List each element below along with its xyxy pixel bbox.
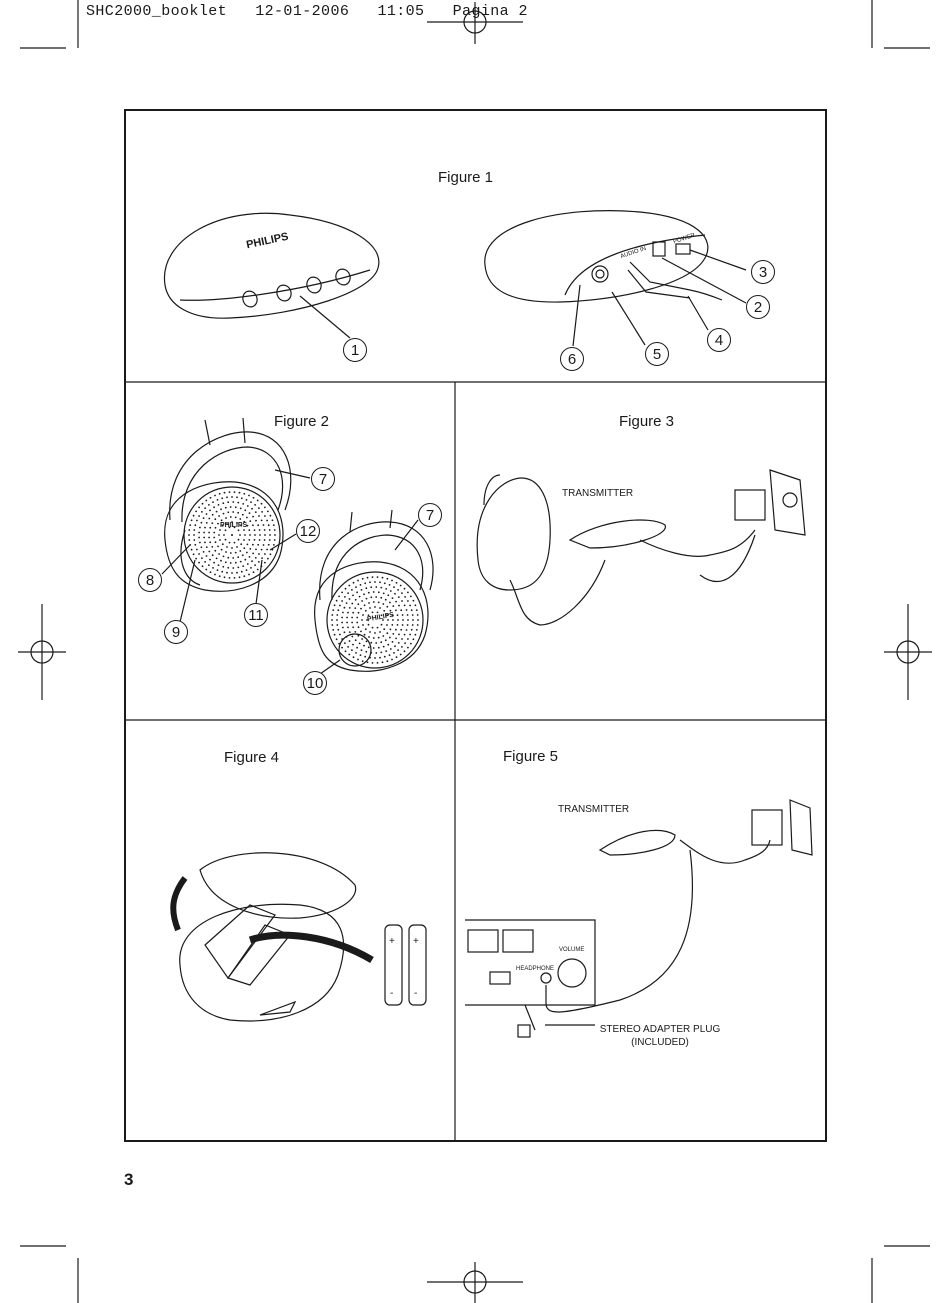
volume-label: VOLUME: [559, 947, 585, 953]
crop-marks: [18, 0, 932, 1303]
callout-10: 10: [303, 671, 327, 695]
callout-6: 6: [560, 347, 584, 371]
figure-4-title: Figure 4: [224, 749, 280, 766]
speaker-grille-dots: [188, 491, 419, 664]
callout-7-a: 7: [311, 467, 335, 491]
callout-8: 8: [138, 568, 162, 592]
callout-9: 9: [164, 620, 188, 644]
callout-3: 3: [751, 260, 775, 284]
adapter-plug-included-label: (INCLUDED): [631, 1037, 689, 1048]
figure-frame: [124, 109, 827, 1142]
callout-5: 5: [645, 342, 669, 366]
fig4-battery-compartment: [170, 852, 427, 1022]
adapter-plug-label: STEREO ADAPTER PLUG: [599, 1024, 721, 1035]
fig5-hifi-connection: [465, 799, 813, 1038]
fig1-transmitter-front: [163, 212, 380, 339]
fig3-connection: [476, 469, 806, 626]
callout-4: 4: [707, 328, 731, 352]
figure-2-title: Figure 2: [274, 413, 330, 430]
battery-2-minus: -: [414, 988, 418, 999]
figure-1-title: Figure 1: [438, 169, 494, 186]
battery-2-plus: +: [413, 936, 419, 947]
print-slug: SHC2000_booklet 12-01-2006 11:05 Pagina …: [86, 3, 528, 20]
battery-1-minus: -: [390, 988, 394, 999]
callout-12: 12: [296, 519, 320, 543]
callout-11: 11: [244, 603, 268, 627]
callout-7-b: 7: [418, 503, 442, 527]
battery-1-plus: +: [389, 936, 395, 947]
callout-2: 2: [746, 295, 770, 319]
figure-5-title: Figure 5: [503, 748, 559, 765]
fig3-transmitter-label: TRANSMITTER: [562, 488, 634, 499]
fig5-transmitter-label: TRANSMITTER: [558, 804, 630, 815]
headphone-label: HEADPHONE: [516, 966, 555, 972]
fig2-headphones: [161, 417, 434, 675]
philips-logo-headphone-1: PHILIPS: [220, 522, 248, 529]
figure-3-title: Figure 3: [619, 413, 675, 430]
page-number: 3: [124, 1170, 134, 1189]
callout-1: 1: [343, 338, 367, 362]
fig1-transmitter-back: [484, 210, 747, 347]
